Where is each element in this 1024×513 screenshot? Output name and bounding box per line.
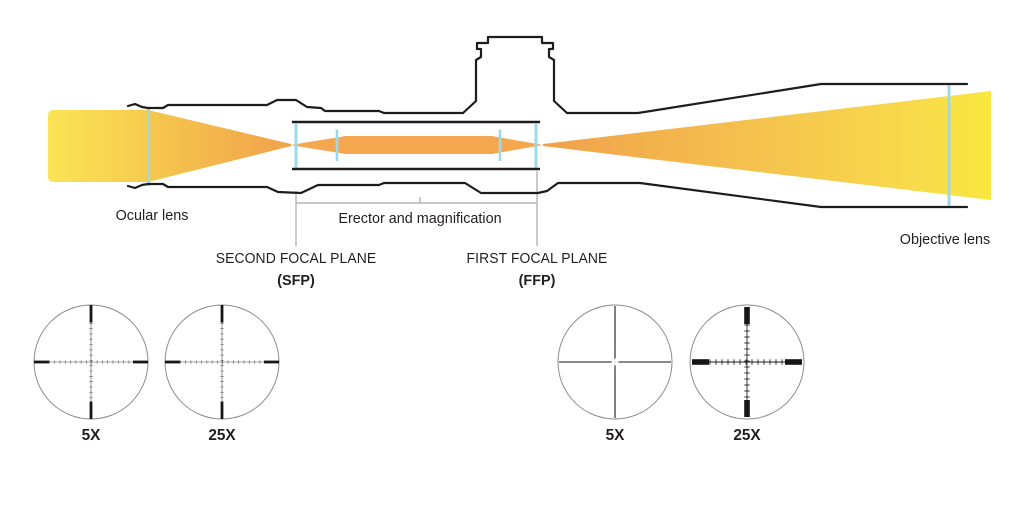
erector-magnification-label: Erector and magnification <box>338 210 502 227</box>
reticle-ffp-25x <box>689 304 805 420</box>
reticle-right-post <box>133 360 148 364</box>
reticle-bottom-post <box>220 401 224 419</box>
reticle-right-post <box>785 359 802 365</box>
ffp-25x-magnification-label: 25X <box>733 427 761 444</box>
light-beam-eye-side <box>48 110 148 182</box>
reticle-top-post <box>220 305 224 323</box>
ffp-5x-magnification-label: 5X <box>605 427 625 444</box>
reticle-circle <box>557 304 673 420</box>
sfp-25x-magnification-label: 25X <box>208 427 236 444</box>
ocular-lens-label: Ocular lens <box>115 207 189 224</box>
light-cone-objective <box>543 91 991 200</box>
reticle-right-post <box>264 360 279 364</box>
scope-body-top-left-outline <box>126 98 465 115</box>
scope-body-top-right-outline <box>565 82 969 115</box>
elevation-turret-outline <box>461 35 569 115</box>
ffp-abbr-label: (FFP) <box>518 272 556 289</box>
sfp-5x-magnification-label: 5X <box>81 427 101 444</box>
light-cone-ocular <box>148 110 291 182</box>
second-focal-plane-label: SECOND FOCAL PLANE <box>215 251 377 267</box>
reticle-left-post <box>692 359 709 365</box>
sfp-abbr-label: (SFP) <box>277 272 315 289</box>
reticle-bottom-post <box>89 401 93 419</box>
light-beam-erector <box>290 136 543 154</box>
reticle-sfp-5x <box>33 304 149 420</box>
reticle-top-post <box>744 307 750 324</box>
reticle-sfp-25x <box>164 304 280 420</box>
reticle-left-post <box>34 360 49 364</box>
objective-lens-label: Objective lens <box>899 231 991 248</box>
scope-body-bottom-outline <box>126 181 969 209</box>
reticle-left-post <box>165 360 180 364</box>
reticle-ffp-5x <box>557 304 673 420</box>
reticle-top-post <box>89 305 93 323</box>
reticle-circle <box>689 304 805 420</box>
first-focal-plane-label: FIRST FOCAL PLANE <box>466 251 608 267</box>
reticle-bottom-post <box>744 400 750 417</box>
